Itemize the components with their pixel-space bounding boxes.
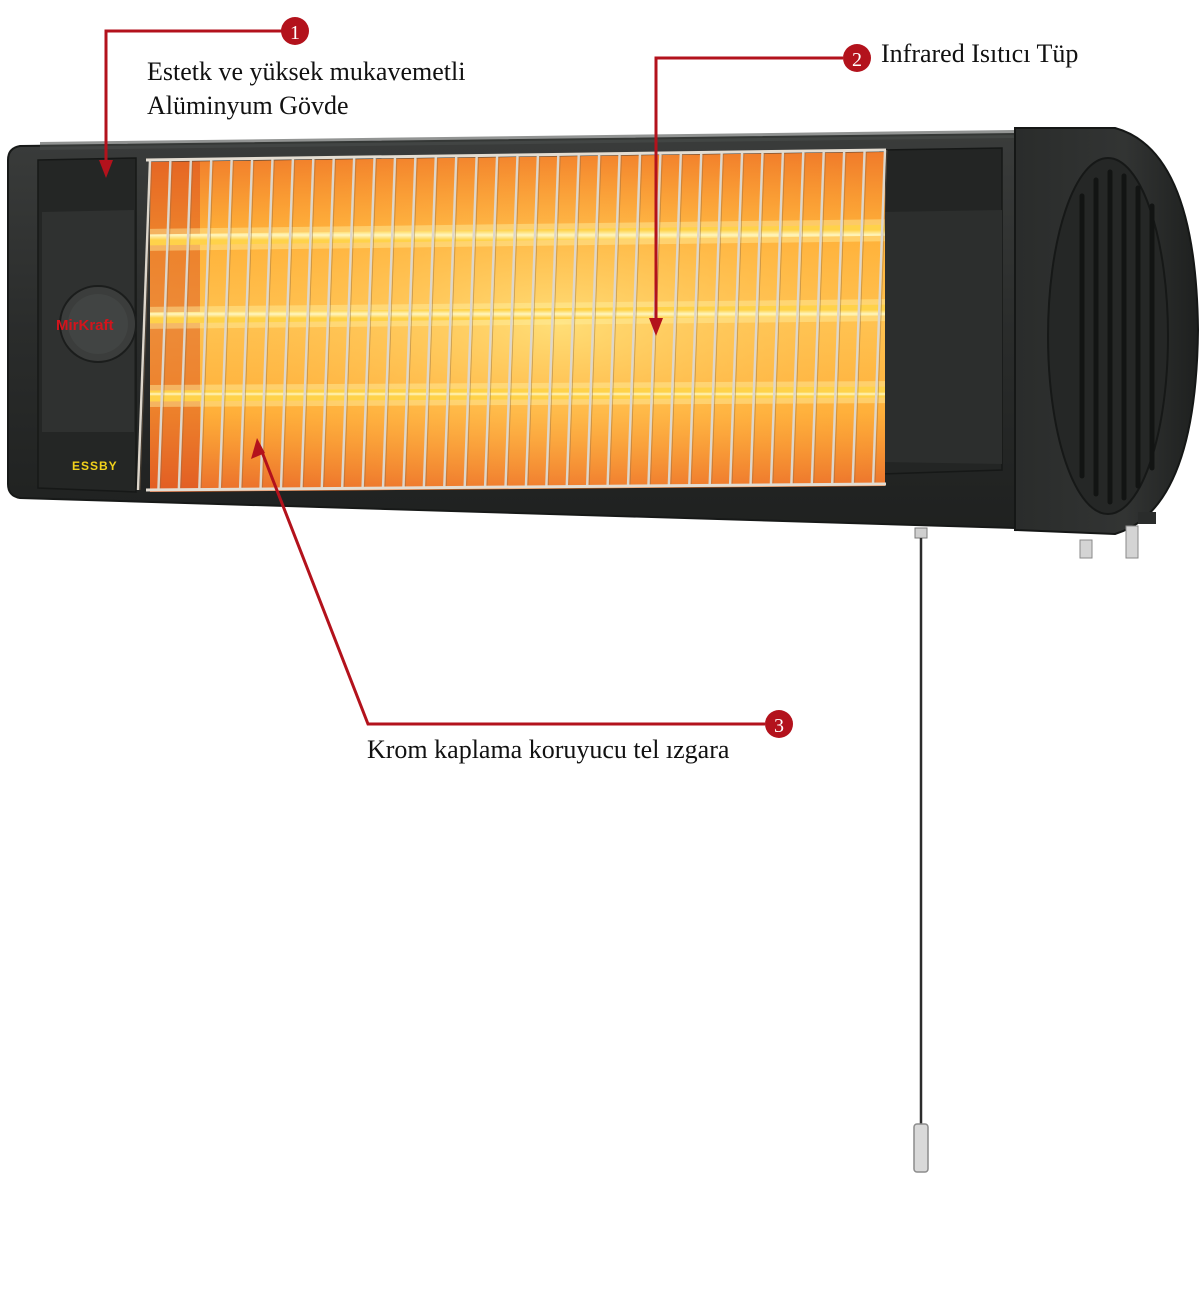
grille-wire: [626, 153, 642, 487]
grille-wire-shadow: [180, 159, 194, 490]
grille-wire-shadow: [813, 150, 827, 485]
callout-1-label-line-1: Estetk ve yüksek mukavemetli: [147, 57, 466, 86]
grille-wire: [218, 158, 233, 490]
callout-1-label-line-2: Alüminyum Gövde: [147, 91, 349, 120]
grille-wire: [790, 151, 805, 485]
grille-wire: [769, 151, 785, 485]
grille-wire-shadow: [160, 159, 173, 490]
grille-wire-shadow: [384, 156, 398, 489]
brand-logo: MirKraft: [56, 317, 114, 334]
grille-wire: [381, 156, 397, 489]
grille-wire: [810, 150, 825, 485]
callout-3-label: Krom kaplama koruyucu tel ızgara: [367, 735, 730, 764]
grille-wire: [259, 158, 274, 490]
grille-wire: [443, 155, 458, 488]
callout-2-number: 2: [852, 49, 862, 71]
grille-wire-shadow: [527, 154, 541, 487]
grille-wire-shadow: [792, 151, 806, 485]
grille-wire: [504, 154, 519, 488]
grille-wire-shadow: [568, 154, 582, 487]
grille-wire: [851, 150, 866, 485]
grille-wire: [545, 154, 560, 487]
grille-wire-shadow: [405, 156, 418, 488]
grille-wire-shadow: [874, 149, 888, 485]
callout-1-number: 1: [290, 22, 300, 44]
heating-tube: [150, 224, 885, 246]
grille-wire: [524, 154, 540, 487]
grille-wire-shadow: [854, 150, 867, 485]
grille-wire: [871, 149, 887, 485]
grille-wire: [585, 153, 601, 487]
grille-wire: [688, 152, 703, 486]
model-label: ESSBY: [72, 459, 118, 473]
grille-wire: [565, 154, 580, 487]
callout-1: [104, 29, 282, 166]
grille-wire-shadow: [731, 151, 745, 486]
grille-wire: [483, 155, 499, 488]
grille-wire-shadow: [772, 151, 786, 485]
grille-wire: [238, 158, 254, 490]
callout-2-marker: [843, 44, 871, 72]
grille-wire-shadow: [588, 153, 602, 487]
grille-wire-shadow: [323, 157, 337, 489]
grille-wire-shadow: [547, 154, 561, 487]
grille-wire-shadow: [486, 155, 500, 488]
grille-wire-shadow: [507, 154, 520, 488]
grille-wire: [749, 151, 764, 486]
grille-wire: [708, 152, 723, 486]
grille-wire: [177, 159, 193, 490]
heating-tube: [150, 386, 885, 402]
grille-wire-shadow: [262, 158, 275, 490]
callout-1-marker: [281, 17, 309, 45]
grille-wire: [402, 156, 417, 488]
grille-wire: [422, 156, 438, 488]
grille-wire-shadow: [833, 150, 847, 485]
grille-wire-shadow: [221, 158, 235, 490]
grille-wire-shadow: [690, 152, 704, 486]
grille-wire: [300, 157, 315, 489]
grille-wire: [667, 152, 683, 486]
grille-wire-shadow: [752, 151, 765, 486]
grille-wire: [361, 156, 376, 489]
grille-wire-shadow: [343, 157, 357, 489]
grille-wire: [136, 159, 152, 491]
callout-3-marker: [765, 710, 793, 738]
grille-wire: [728, 151, 744, 486]
callout-2-label: Infrared Isıtıcı Tüp: [881, 39, 1079, 68]
grille-wire-shadow: [364, 156, 377, 489]
grille-wire-shadow: [282, 158, 296, 489]
vent-slots: [1079, 169, 1155, 505]
grille-wire-shadow: [425, 156, 439, 488]
grille-wire-shadow: [711, 152, 725, 486]
grille-wire: [198, 159, 213, 490]
grille-wire: [320, 157, 335, 489]
callout-3-number: 3: [774, 715, 784, 737]
grille-wire-shadow: [200, 159, 214, 490]
grille-wire-shadow: [609, 153, 622, 487]
callout-3: [260, 451, 765, 726]
grille-wire-shadow: [302, 157, 316, 489]
grille-wire-shadow: [629, 153, 643, 487]
grille-wire-shadow: [445, 155, 459, 488]
grille-wire: [157, 159, 172, 490]
grille-wire-shadow: [139, 159, 153, 491]
callout-2: [654, 56, 843, 322]
grille-wire-shadow: [670, 152, 684, 486]
grille-wire: [463, 155, 478, 488]
grille-wire: [830, 150, 846, 485]
grille-wire-shadow: [241, 158, 255, 490]
grille-wire: [340, 157, 356, 489]
grille-wire: [606, 153, 621, 487]
grille-wire: [279, 158, 295, 489]
chrome-grille: [136, 149, 888, 491]
callout-2-arrowhead: [649, 318, 663, 336]
grille-wire-shadow: [466, 155, 480, 488]
pull-cord-handle[interactable]: [913, 1123, 929, 1173]
callout-3-arrowhead: [251, 438, 265, 459]
callout-1-arrowhead: [99, 160, 113, 178]
